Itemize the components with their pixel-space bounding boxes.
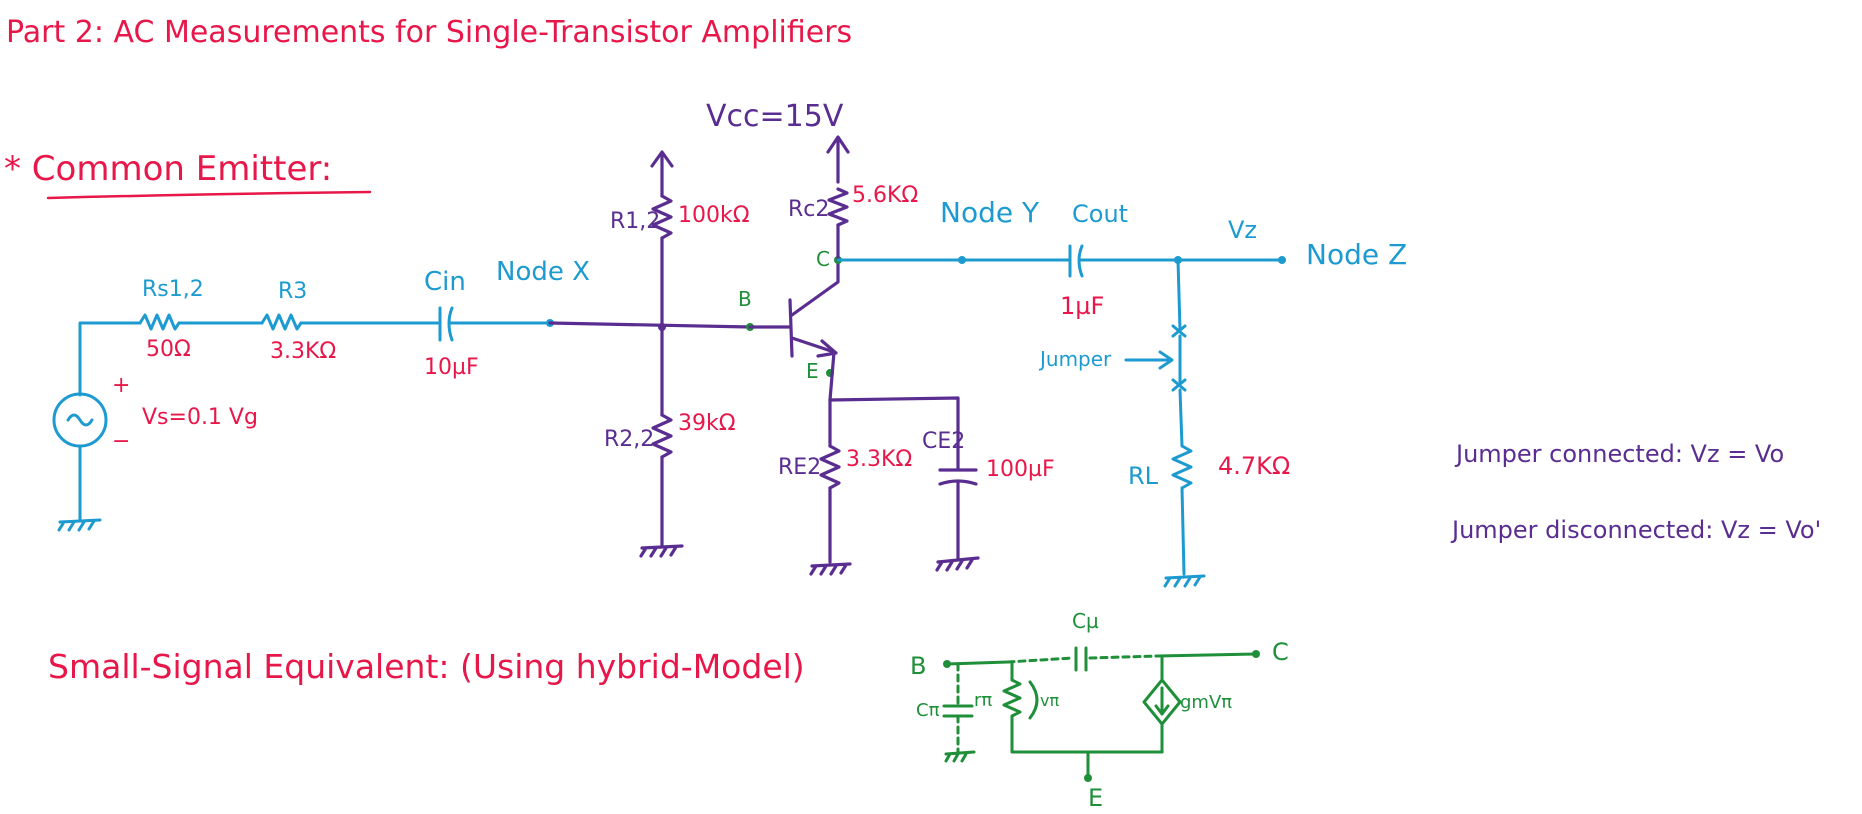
ss-node-e xyxy=(1084,774,1092,782)
section-common-emitter: * Common Emitter: xyxy=(4,149,332,189)
resistor-rc2 xyxy=(827,187,849,227)
page-title: Part 2: AC Measurements for Single-Trans… xyxy=(6,15,852,50)
node-e-label: E xyxy=(806,359,819,383)
resistor-rl xyxy=(1171,444,1193,490)
cout-label: Cout xyxy=(1072,200,1128,228)
ground-ce2 xyxy=(935,556,980,572)
ss-cmu-label: Cµ xyxy=(1072,609,1099,633)
ground-r22 xyxy=(639,544,684,558)
node-c-label: C xyxy=(816,247,830,271)
vcc-arrow-r12 xyxy=(650,150,674,168)
heading-underline xyxy=(46,190,372,200)
transistor-base-bar xyxy=(788,298,794,358)
resistor-rs xyxy=(138,313,181,331)
r3-value: 3.3KΩ xyxy=(270,339,336,364)
ground-re2 xyxy=(809,562,852,576)
ss-node-c xyxy=(1252,650,1260,658)
rl-label: RL xyxy=(1128,462,1159,490)
ce2-label: CE2 xyxy=(922,429,965,454)
transistor-emitter-lead xyxy=(790,336,836,354)
jumper-mark-top xyxy=(1171,324,1187,338)
r3-label: R3 xyxy=(278,279,307,304)
cin-label: Cin xyxy=(424,267,466,297)
rs-value: 50Ω xyxy=(146,337,191,362)
r12-value: 100kΩ xyxy=(678,203,750,228)
node-z-label: Node Z xyxy=(1306,238,1407,271)
ss-resistor-rpi xyxy=(1002,678,1022,718)
transistor-collector-lead xyxy=(790,258,840,317)
ss-gm-label: gmVπ xyxy=(1180,692,1232,713)
r22-label: R2,2 xyxy=(604,427,654,452)
ss-ground xyxy=(944,750,976,763)
ss-vpi-arc xyxy=(1028,680,1039,720)
transistor-emitter-arrow xyxy=(816,339,838,358)
r22-value: 39kΩ xyxy=(678,411,736,436)
ss-e-label: E xyxy=(1088,784,1103,812)
supply-label: Vcc=15V xyxy=(706,99,844,134)
resistor-r12 xyxy=(651,194,673,240)
rc2-value: 5.6KΩ xyxy=(852,183,918,208)
output-network xyxy=(836,244,1286,588)
ss-c-label: C xyxy=(1272,638,1289,666)
resistor-r22 xyxy=(651,413,673,459)
jumper-label: Jumper xyxy=(1038,347,1112,371)
ground-source xyxy=(57,518,102,532)
re2-label: RE2 xyxy=(778,455,821,480)
rs-label: Rs1,2 xyxy=(142,277,204,302)
ss-source-arrow xyxy=(1154,686,1170,716)
ss-rpi-label: rπ xyxy=(974,690,992,711)
rl-value: 4.7KΩ xyxy=(1218,452,1290,480)
node-b-label: B xyxy=(738,287,752,311)
source-minus: − xyxy=(112,429,130,454)
source-plus: + xyxy=(112,373,130,398)
r12-label: R1,2 xyxy=(610,209,660,234)
cin-value: 10µF xyxy=(424,355,479,380)
resistor-r3 xyxy=(260,313,303,331)
ground-rl xyxy=(1163,574,1206,588)
cout-value: 1µF xyxy=(1060,292,1104,320)
rc2-label: Rc2 xyxy=(788,197,829,222)
small-signal-model xyxy=(942,646,1260,782)
jumper-mark-bottom xyxy=(1171,378,1187,392)
re2-value: 3.3KΩ xyxy=(846,447,912,472)
node-y-dot xyxy=(958,256,966,264)
ce2-value: 100µF xyxy=(986,457,1055,482)
vcc-arrow-rc2 xyxy=(826,135,850,154)
note-jumper-disconnected: Jumper disconnected: Vz = Vo' xyxy=(1450,516,1821,544)
ss-cpi-label: Cπ xyxy=(916,700,940,721)
ss-b-label: B xyxy=(910,652,926,680)
note-jumper-connected: Jumper connected: Vz = Vo xyxy=(1454,440,1784,468)
jumper-arrow-head xyxy=(1158,350,1174,370)
section-small-signal: Small-Signal Equivalent: (Using hybrid-M… xyxy=(48,647,805,686)
bias-network xyxy=(548,135,980,576)
ss-vpi-label: vπ xyxy=(1040,691,1059,710)
node-z-dot xyxy=(1278,256,1286,264)
vz-label: Vz xyxy=(1228,216,1257,244)
ac-source-symbol xyxy=(66,413,94,427)
input-network xyxy=(52,306,554,532)
resistor-re2 xyxy=(819,444,841,490)
ss-capacitor-cmu xyxy=(1074,646,1088,672)
node-x-label: Node X xyxy=(496,257,590,287)
node-y-label: Node Y xyxy=(940,196,1040,229)
source-label: Vs=0.1 Vg xyxy=(142,405,258,430)
